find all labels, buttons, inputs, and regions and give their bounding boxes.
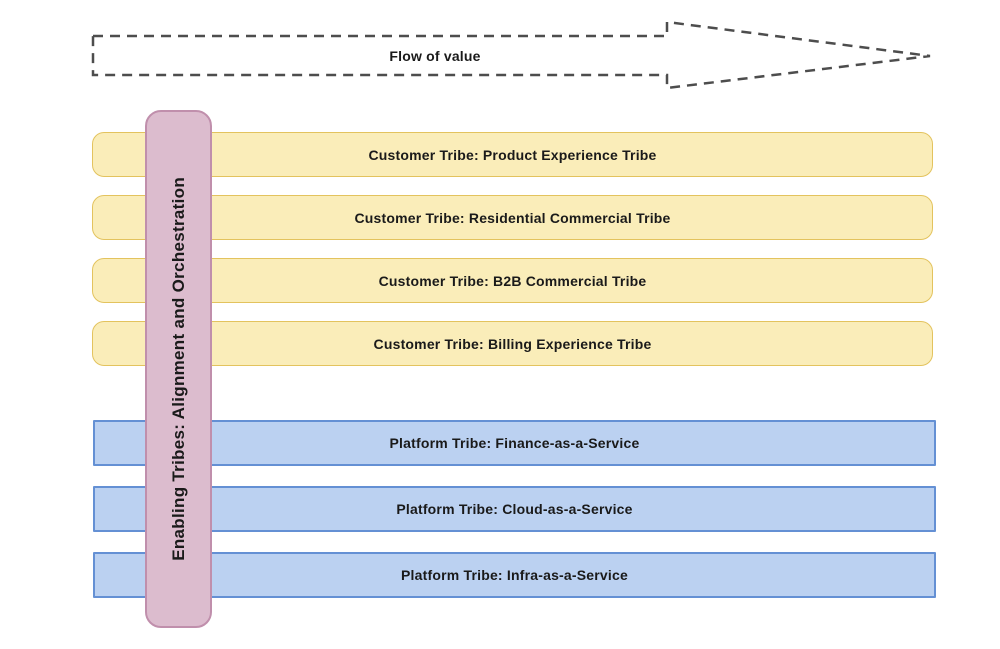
customer-tribe-row-billing-experience: Customer Tribe: Billing Experience Tribe: [92, 321, 933, 366]
enabling-tribes-label: Enabling Tribes: Alignment and Orchestra…: [168, 177, 188, 561]
platform-tribe-label: Platform Tribe: Infra-as-a-Service: [401, 567, 628, 583]
customer-tribe-label: Customer Tribe: Residential Commercial T…: [354, 209, 671, 226]
dashed-arrow-shape: [91, 20, 931, 90]
customer-tribe-label: Customer Tribe: B2B Commercial Tribe: [378, 272, 647, 289]
enabling-tribes-bar: Enabling Tribes: Alignment and Orchestra…: [145, 110, 212, 628]
platform-tribe-row-finance: Platform Tribe: Finance-as-a-Service: [93, 420, 936, 466]
customer-tribe-label: Customer Tribe: Product Experience Tribe: [368, 146, 657, 163]
platform-tribe-label: Platform Tribe: Finance-as-a-Service: [389, 435, 640, 451]
platform-tribe-row-cloud: Platform Tribe: Cloud-as-a-Service: [93, 486, 936, 532]
customer-tribe-row-product-experience: Customer Tribe: Product Experience Tribe: [92, 132, 933, 177]
platform-tribe-label: Platform Tribe: Cloud-as-a-Service: [396, 501, 633, 517]
customer-tribe-row-residential-commercial: Customer Tribe: Residential Commercial T…: [92, 195, 933, 240]
customer-tribe-label: Customer Tribe: Billing Experience Tribe: [373, 335, 652, 352]
platform-tribe-row-infra: Platform Tribe: Infra-as-a-Service: [93, 552, 936, 598]
flow-of-value-label: Flow of value: [389, 48, 480, 64]
customer-tribe-row-b2b-commercial: Customer Tribe: B2B Commercial Tribe: [92, 258, 933, 303]
flow-of-value-arrow: Flow of value: [91, 20, 931, 90]
